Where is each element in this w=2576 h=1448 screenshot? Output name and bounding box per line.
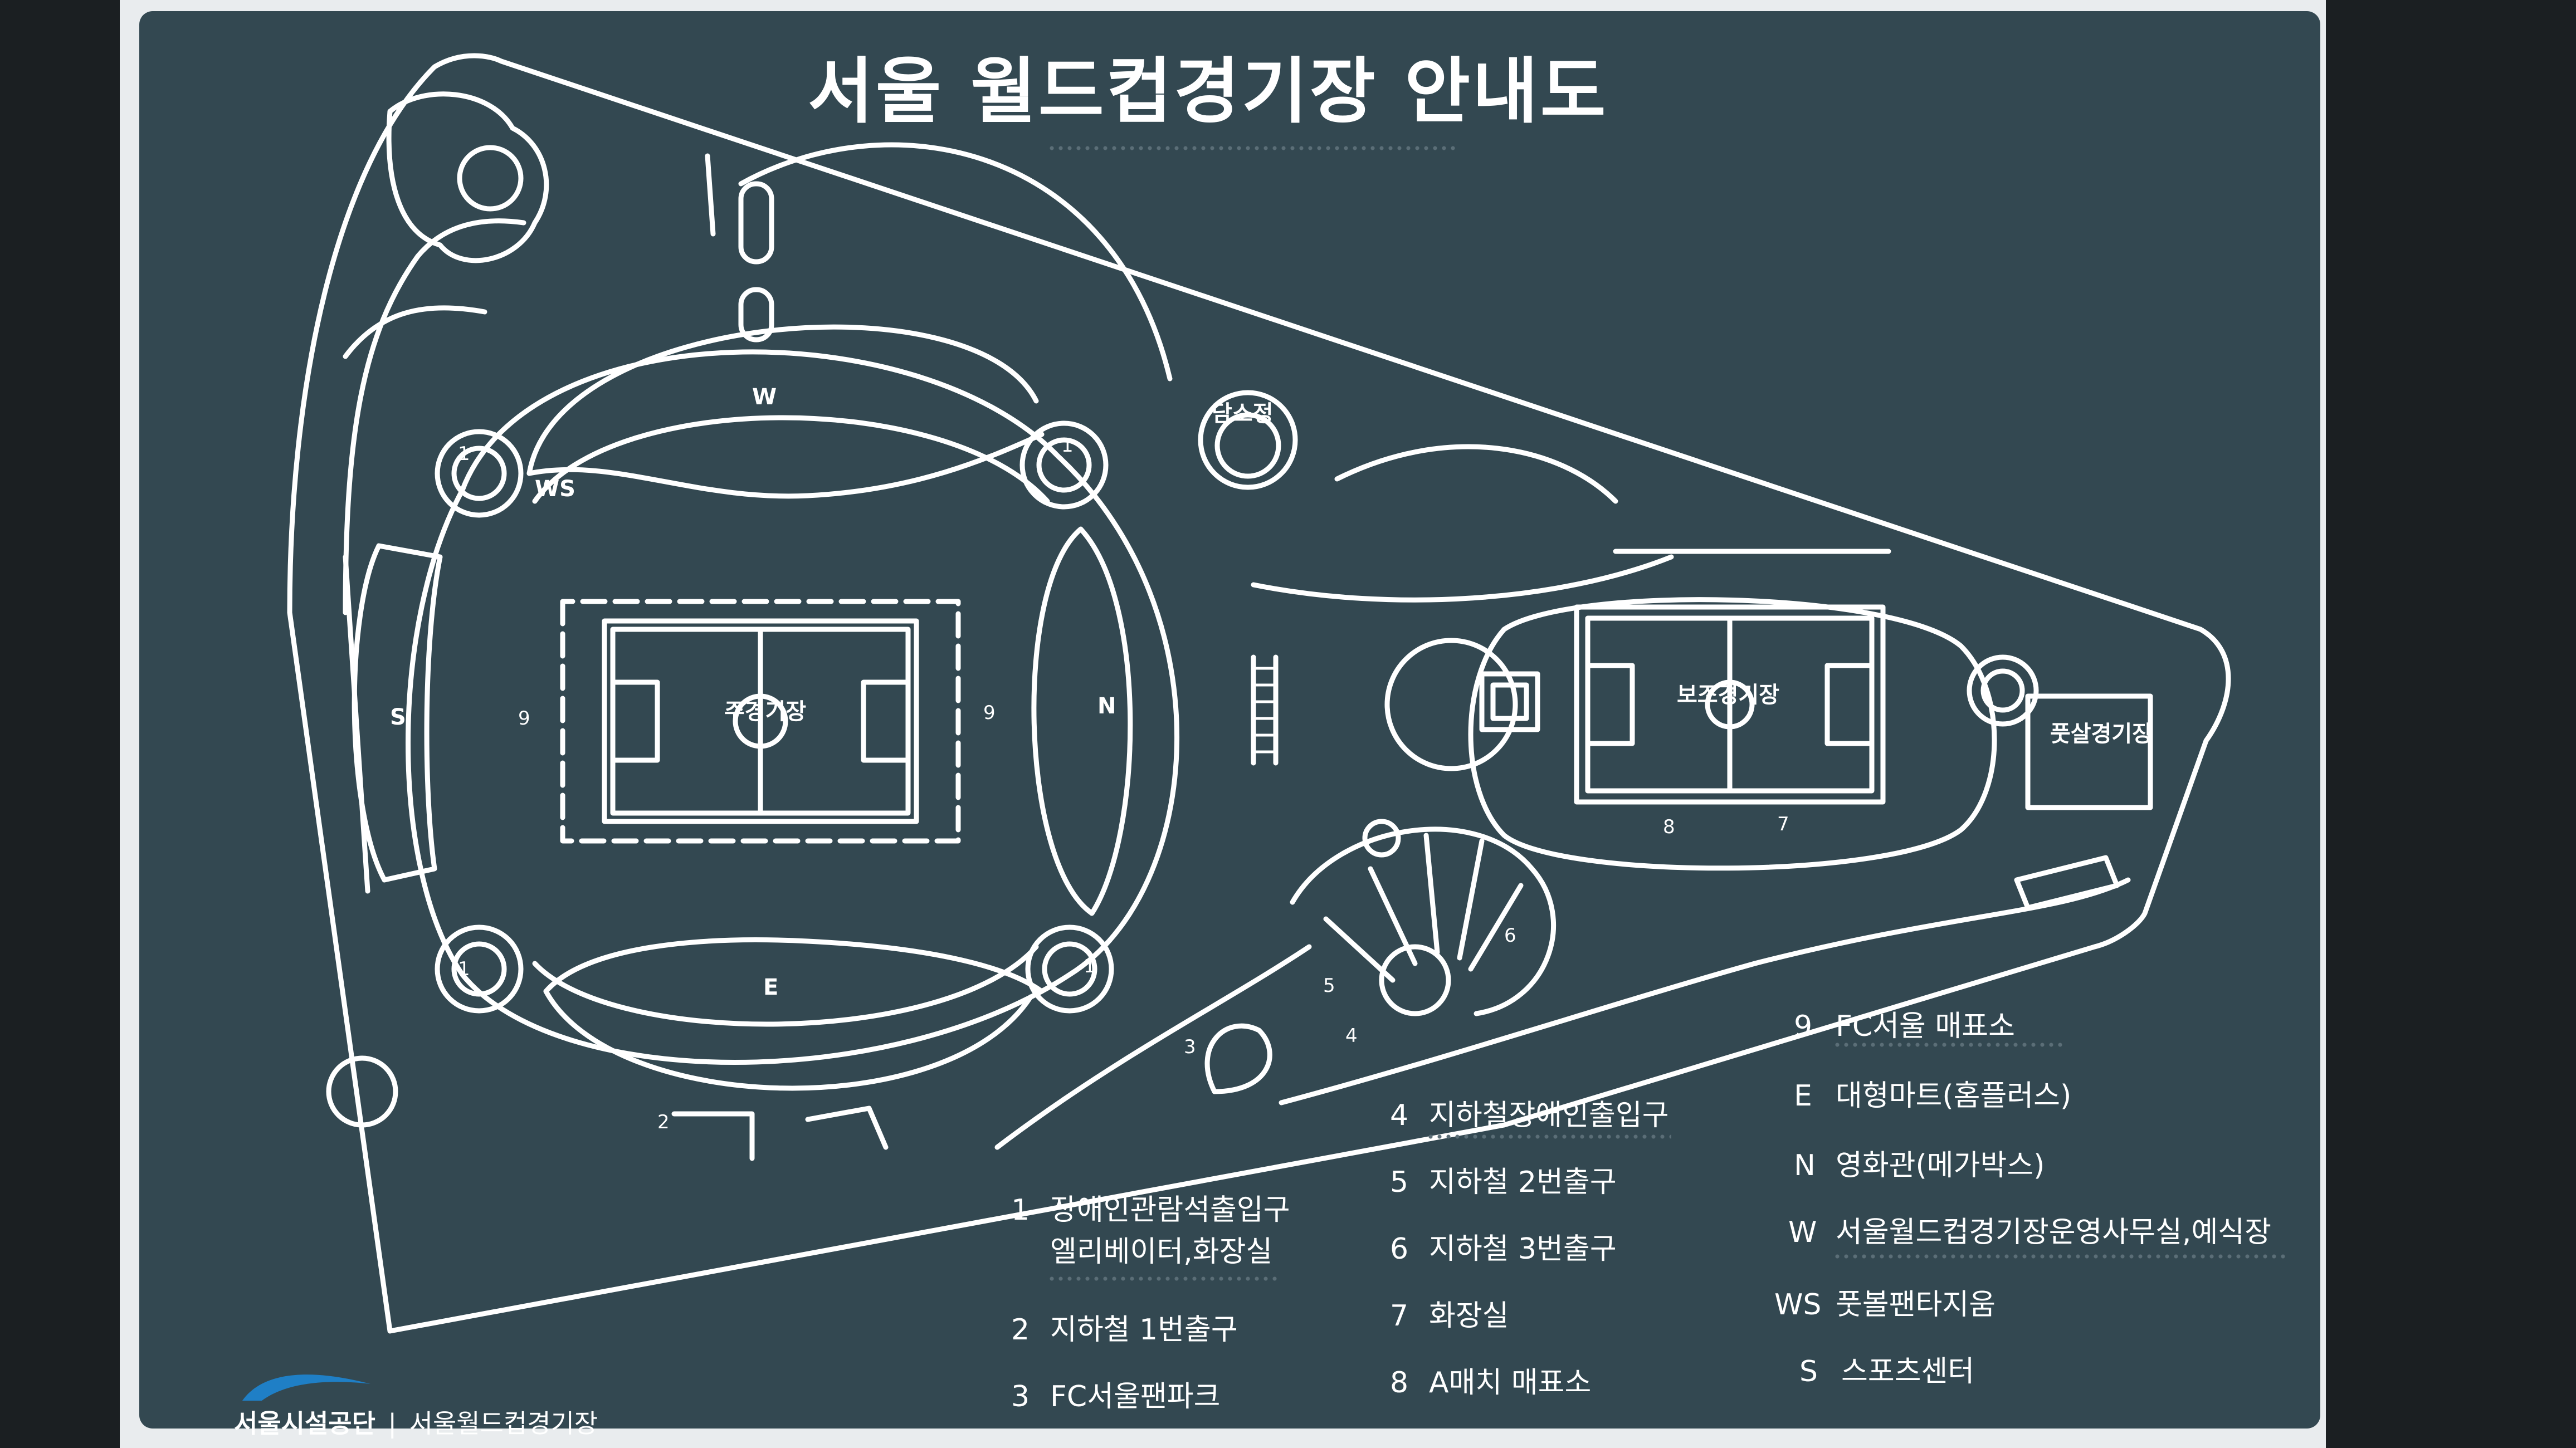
legend-key: W <box>1788 1216 1817 1249</box>
legend-key: 8 <box>1390 1366 1409 1400</box>
legend-item-s: S 스포츠센터 <box>1799 1348 1974 1390</box>
north-stand-label: N <box>1097 693 1116 719</box>
legend-item-9: 9 FC서울 매표소 <box>1794 1002 2015 1044</box>
legend-key: WS <box>1774 1288 1822 1322</box>
legend-key: 9 <box>1794 1010 1813 1043</box>
main-stadium-label: 주경기장 <box>724 699 807 725</box>
futsal-label: 풋살경기장 <box>2050 721 2153 747</box>
legend-text: 화장실 <box>1429 1299 1509 1333</box>
legend-braille <box>1426 1133 1671 1139</box>
legend-key: 6 <box>1390 1232 1409 1266</box>
legend-item-n: N 영화관(메가박스) <box>1794 1142 2045 1183</box>
org-name: 서울시설공단 <box>234 1408 375 1439</box>
legend-text: 지하철 3번출구 <box>1429 1232 1617 1266</box>
legend-text: 장애인관람석출입구 <box>1050 1193 1290 1227</box>
legend-item-e: E 대형마트(홈플러스) <box>1794 1072 2071 1114</box>
org-logo-wave <box>242 1374 370 1401</box>
sub-stadium-label: 보조경기장 <box>1677 682 1779 708</box>
legend-item-4: 4 지하철장애인출입구 <box>1390 1092 1669 1133</box>
legend-key: S <box>1799 1355 1818 1388</box>
five-label: 5 <box>1323 975 1335 997</box>
footer-logo: 서울시설공단 | 서울월드컵경기장 <box>234 1403 598 1440</box>
legend-key: 3 <box>1011 1380 1030 1413</box>
legend-text: 대형마트(홈플러스) <box>1836 1079 2072 1113</box>
one-br-label: 1 <box>1084 955 1096 977</box>
legend-key: 5 <box>1390 1166 1409 1199</box>
one-tr-label: 1 <box>1061 434 1074 457</box>
pavilion-label: 담소정 <box>1212 401 1274 427</box>
main-pitch <box>602 618 919 824</box>
east-stand-label: E <box>763 975 779 1000</box>
legend-item-w: W 서울월드컵경기장운영사무실,예식장 <box>1788 1209 2271 1250</box>
legend-key: 2 <box>1011 1313 1030 1347</box>
legend-item-6: 6 지하철 3번출구 <box>1390 1225 1617 1267</box>
pavilion-outer <box>1198 390 1298 490</box>
two-label: 2 <box>657 1111 670 1133</box>
legend-text: FC서울 매표소 <box>1836 1010 2015 1043</box>
map-board <box>139 11 2320 1429</box>
south-stand-label: S <box>390 705 406 730</box>
footer-divider: | <box>388 1408 397 1439</box>
legend-item-2: 2 지하철 1번출구 <box>1011 1306 1238 1348</box>
legend-item-3: 3 FC서울팬파크 <box>1011 1373 1220 1415</box>
venue-name: 서울월드컵경기장 <box>409 1408 598 1439</box>
legend-key: N <box>1794 1149 1816 1182</box>
site-boundary <box>287 53 2231 1334</box>
legend-item-1: 1 장애인관람석출입구 엘리베이터,화장실 <box>1011 1186 1290 1270</box>
seven-label: 7 <box>1777 813 1789 835</box>
four-label: 4 <box>1345 1025 1358 1047</box>
map-title: 서울 월드컵경기장 안내도 <box>808 50 1608 133</box>
legend-text: 풋볼팬타지움 <box>1836 1288 1996 1322</box>
legend-text: A매치 매표소 <box>1429 1366 1592 1400</box>
legend-braille <box>1833 1041 2067 1047</box>
legend-key: 7 <box>1390 1299 1409 1333</box>
legend-key: E <box>1794 1079 1812 1113</box>
nine-left-label: 9 <box>518 707 530 730</box>
eight-label: 8 <box>1663 816 1675 838</box>
legend-text: 지하철 1번출구 <box>1050 1313 1238 1347</box>
legend-text: FC서울팬파크 <box>1050 1380 1221 1413</box>
legend-text-line2: 엘리베이터,화장실 <box>1050 1235 1273 1269</box>
legend-item-7: 7 화장실 <box>1390 1292 1509 1334</box>
legend-braille <box>1833 1253 2290 1259</box>
one-bl-label: 1 <box>458 958 470 980</box>
legend-text: 영화관(메가박스) <box>1836 1149 2045 1182</box>
legend-text: 지하철장애인출입구 <box>1429 1099 1669 1132</box>
legend-key: 1 <box>1011 1193 1030 1227</box>
six-label: 6 <box>1504 924 1516 947</box>
legend-text: 지하철 2번출구 <box>1429 1166 1617 1199</box>
one-tl-label: 1 <box>458 443 470 465</box>
legend-item-8: 8 A매치 매표소 <box>1390 1359 1591 1401</box>
futsal-court <box>2025 693 2153 810</box>
sub-pitch <box>1574 604 1886 805</box>
nine-right-label: 9 <box>983 702 996 724</box>
legend-key: 4 <box>1390 1099 1409 1132</box>
legend-braille <box>1047 1275 1281 1281</box>
legend-text: 스포츠센터 <box>1841 1355 1975 1388</box>
title-braille <box>1047 145 1460 150</box>
ws-label: WS <box>535 476 575 502</box>
west-stand-label: W <box>752 384 777 410</box>
three-label: 3 <box>1184 1036 1196 1058</box>
legend-item-5: 5 지하철 2번출구 <box>1390 1158 1617 1200</box>
legend-text: 서울월드컵경기장운영사무실,예식장 <box>1836 1216 2271 1249</box>
legend-item-ws: WS 풋볼팬타지움 <box>1774 1281 1996 1323</box>
